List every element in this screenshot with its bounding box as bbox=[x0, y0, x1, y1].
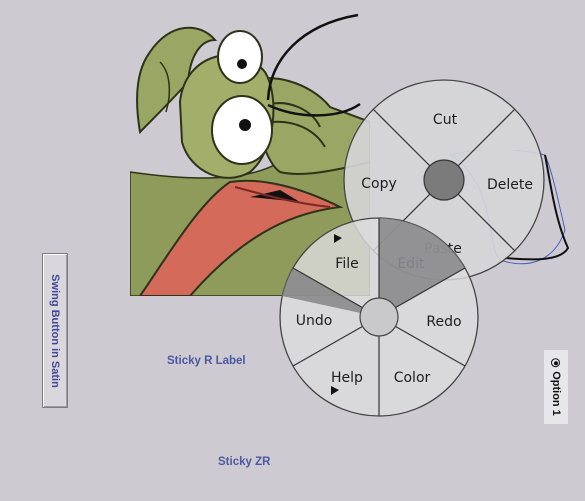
inner-pie-item-redo[interactable]: Redo bbox=[426, 314, 461, 330]
option-1-radio[interactable]: Option 1 bbox=[544, 350, 568, 424]
outer-pie-item-cut[interactable]: Cut bbox=[433, 112, 458, 128]
inner-pie-edit-wedge bbox=[379, 218, 465, 317]
inner-pie-center[interactable] bbox=[359, 297, 399, 337]
swing-button-label: Swing Button in Satin bbox=[49, 273, 61, 388]
inner-pie-file-wedge bbox=[282, 268, 379, 317]
outer-pie-item-delete[interactable]: Delete bbox=[487, 177, 533, 193]
help-submenu-arrow-icon bbox=[331, 386, 339, 395]
inner-pie-item-undo[interactable]: Undo bbox=[296, 313, 333, 329]
inner-pie-item-help[interactable]: Help bbox=[331, 370, 363, 386]
option-1-label: Option 1 bbox=[550, 371, 562, 416]
sticky-zr-label: Sticky ZR bbox=[218, 456, 271, 468]
sticky-r-label: Sticky R Label bbox=[167, 355, 246, 367]
outer-pie-center[interactable] bbox=[423, 159, 465, 201]
inner-pie-menu: Edit Redo Color Help Undo File bbox=[279, 217, 479, 417]
inner-pie-item-color[interactable]: Color bbox=[394, 370, 431, 386]
outer-pie-item-copy[interactable]: Copy bbox=[361, 176, 397, 192]
file-submenu-arrow-icon bbox=[334, 234, 342, 243]
inner-pie-item-file[interactable]: File bbox=[335, 256, 358, 272]
swing-button[interactable]: Swing Button in Satin bbox=[42, 253, 68, 408]
radio-selected-icon[interactable] bbox=[551, 358, 561, 368]
inner-pie-item-edit[interactable]: Edit bbox=[397, 256, 425, 272]
